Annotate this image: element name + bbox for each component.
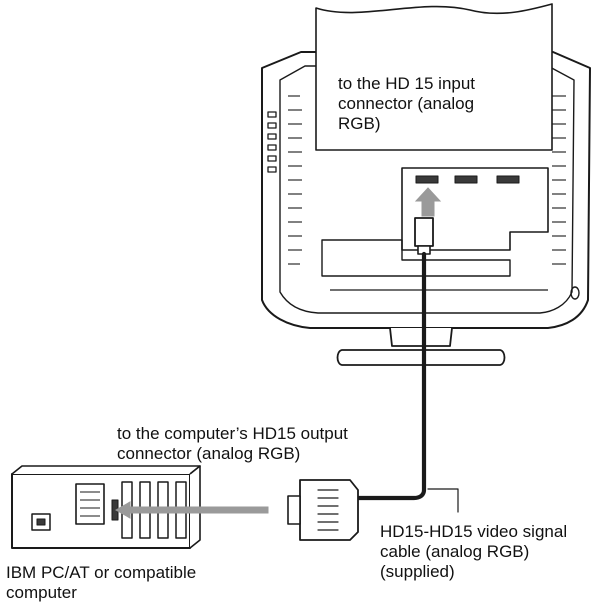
monitor-housing-inner [279, 65, 575, 314]
monitor-lower-recess [321, 239, 511, 277]
monitor-left-vents [288, 95, 302, 265]
cable-plug-top [414, 217, 434, 247]
monitor-stand-base [336, 349, 506, 366]
monitor-side-buttons [267, 111, 277, 173]
cable-line [355, 251, 427, 501]
cable-leader [427, 488, 459, 513]
label-video-cable: HD15-HD15 video signal cable (analog RGB… [380, 522, 568, 581]
monitor-insert-arrow [414, 187, 442, 217]
computer-power-socket [31, 513, 51, 531]
monitor-lock-slot [570, 286, 580, 300]
cable-plug-bottom [299, 479, 359, 541]
label-computer: IBM PC/AT or compatible computer [6, 563, 197, 602]
computer-insert-arrow [114, 501, 269, 519]
video-cable [287, 217, 459, 541]
monitor-input-port-2 [454, 175, 478, 184]
monitor-input-port-hd15 [415, 175, 439, 184]
label-computer-output-connector: to the computer’s HD15 output connector … [117, 424, 348, 463]
monitor-right-vents [552, 95, 566, 265]
label-monitor-input-connector: to the HD 15 input connector (analog RGB… [338, 74, 476, 133]
monitor-input-port-3 [496, 175, 520, 184]
computer-fan [75, 483, 105, 525]
label-sheet [315, 3, 553, 151]
monitor-stand-neck [389, 327, 453, 347]
